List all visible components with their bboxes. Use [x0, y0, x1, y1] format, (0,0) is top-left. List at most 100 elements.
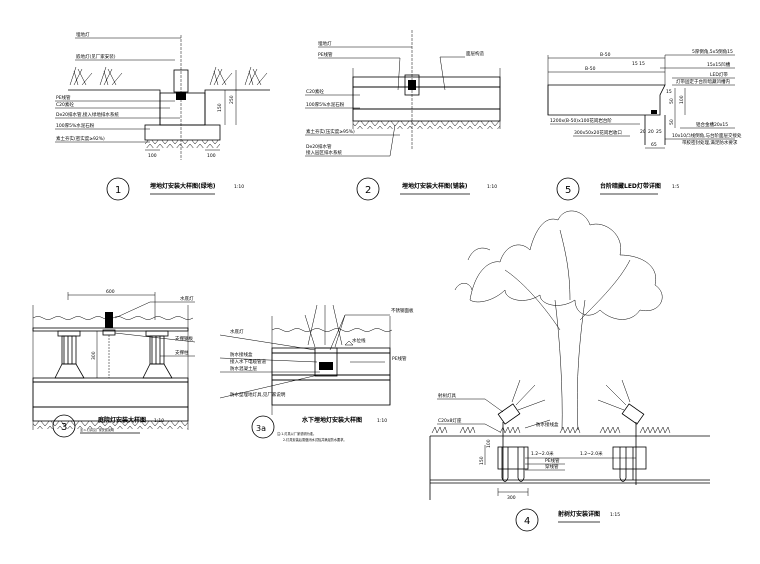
dimension: B-50 — [585, 66, 596, 72]
label: 100厚5%水泥石粉 — [56, 122, 95, 129]
detail-number-circle — [106, 177, 130, 201]
dimension: B-50 — [600, 52, 611, 58]
label: 接入园区排水系统 — [306, 149, 342, 156]
label: 埋地灯 — [318, 40, 332, 47]
structural-slab — [32, 381, 189, 408]
dimension: 1.2~2.0米 — [580, 450, 603, 457]
detail-number-circle — [356, 177, 380, 201]
detail-title: 水下埋地灯安装大样图 — [302, 416, 362, 424]
label: LED灯带 — [710, 71, 728, 78]
paving-surface — [352, 76, 501, 88]
dimension: 50 — [669, 119, 675, 125]
label: 不锈钢面板 — [391, 307, 414, 314]
structural-slab — [271, 379, 391, 406]
concrete-layer — [352, 86, 501, 110]
detail-number: 5 — [565, 185, 571, 196]
grass-plants — [69, 66, 268, 86]
gravel-layer — [144, 124, 221, 141]
dimension: 150 — [479, 456, 485, 465]
label: 埋地灯 — [76, 31, 90, 38]
tree-uplight-left — [497, 379, 546, 480]
label: 素土夯实(压实度≥95%) — [306, 128, 355, 135]
label: 10x10凸线倒角,与台阶面层交接处 — [672, 132, 742, 139]
dimension: 100 — [679, 95, 685, 104]
label: PE线管 — [545, 457, 560, 464]
ground-line — [68, 89, 270, 125]
detail-number: 3a — [256, 424, 266, 433]
soil — [145, 140, 220, 148]
label: 15x15凹槽 — [707, 61, 731, 68]
dimension: 100 — [486, 439, 492, 448]
detail-title: 埋地灯安装大样图(绿地) — [150, 182, 216, 190]
detail-number-circle — [52, 414, 76, 438]
dimension: 15 15 — [632, 61, 645, 67]
label: C20素砼 — [56, 101, 74, 108]
dimension: 25 — [656, 129, 662, 135]
light-rays — [304, 304, 346, 348]
detail-title: 埋地灯安装大样图(铺装) — [402, 182, 468, 190]
label: C20x8灯座 — [438, 417, 462, 424]
detail-number: 1 — [115, 185, 121, 196]
dimension: 100 — [148, 153, 157, 159]
label: 穿线管 — [545, 463, 559, 470]
detail-number: 3 — [61, 422, 67, 433]
dimension: 50 — [669, 98, 675, 104]
dimension: 20 — [648, 129, 654, 135]
label: 水底灯 — [180, 295, 194, 302]
label: De20排水管 — [306, 143, 332, 150]
label: 300x50x20花岗岩收口 — [574, 129, 622, 136]
detail-2-ground-uplight-paving: 埋地灯 PE线管 面层构造 C20素砼 100厚5%水泥石粉 素土夯实(压实度≥… — [305, 30, 501, 201]
label: 素土夯实(密实度≥92%) — [56, 135, 105, 142]
detail-scale: 1:5 — [672, 184, 679, 190]
label: 灯带固定于台阶暗藏凹槽内 — [676, 78, 730, 85]
label: 支撑柱 — [175, 349, 189, 356]
detail-scale: 1:10 — [154, 418, 164, 424]
dimension: 250 — [229, 95, 235, 104]
support-pedestal-left — [54, 330, 85, 379]
note: 2.灯具安装后需做闭水试验并满足防水要求。 — [283, 437, 347, 442]
label: 防水混凝土层 — [230, 365, 257, 372]
soil — [353, 121, 500, 129]
dimension: 300 — [91, 351, 97, 360]
label: 接入水下电缆管道 — [230, 358, 266, 365]
dimension: 1.2~2.0米 — [531, 450, 554, 457]
granite-step — [547, 84, 666, 116]
detail-scale: 1:10 — [234, 184, 244, 190]
grass-line — [431, 426, 671, 434]
label: PE线管 — [318, 51, 333, 58]
detail-title: 射树灯安装详图 — [557, 510, 600, 518]
top-slab — [32, 327, 189, 332]
detail-number: 4 — [524, 516, 530, 527]
label: 防水接线盒 — [536, 421, 559, 428]
detail-scale: 1:10 — [377, 418, 387, 424]
detail-4-tree-uplight: 射树灯具 C20x8灯座 防水接线盒 PE线管 穿线管 1.2~2.0米 1.2… — [429, 210, 710, 532]
label: De20排水管,接入绿地排水系统 — [56, 111, 119, 118]
detail-3-garden-light: 水底灯 支撑钢板 支撑柱 600 300 3 庭院灯安装大样图 1:10 注:1… — [32, 289, 196, 438]
detail-number: 2 — [365, 185, 371, 196]
label: 100厚5%水泥石粉 — [306, 101, 345, 108]
label: C20素砼 — [306, 88, 324, 95]
label: 水底灯 — [230, 328, 244, 335]
label: PE线管 — [56, 94, 71, 101]
detail-number-circle — [556, 177, 580, 201]
note: 注:1.灯具以厂家说明为准。 — [277, 431, 316, 436]
detail-title: 庭院灯安装大样图 — [98, 416, 146, 424]
lamp-footing-left — [497, 446, 529, 470]
dimension: 300 — [507, 495, 516, 501]
lamp-body — [319, 362, 333, 370]
label: 嵌地灯(见厂家安装) — [76, 53, 116, 60]
label: 5厚倒角,5x5倒角15 — [692, 48, 733, 55]
label: 射树灯具 — [438, 392, 456, 399]
detail-1-ground-uplight-lawn: 埋地灯 嵌地灯(见厂家安装) PE线管 C20素砼 De20排水管,接入绿地排水… — [55, 31, 270, 201]
led-strip — [651, 110, 657, 114]
label: 防水接线盒 — [230, 351, 253, 358]
label: 面层构造 — [466, 50, 484, 57]
support-pedestal-right — [142, 330, 173, 379]
detail-5-step-led-strip: 5厚倒角,5x5倒角15 15x15凹槽 LED灯带 灯带固定于台阶暗藏凹槽内 … — [547, 48, 742, 201]
detail-scale: 1:10 — [487, 184, 497, 190]
label: 水位线 — [352, 337, 366, 344]
note: 注:1.灯具见厂家安装说明 — [80, 427, 114, 432]
dimension: 15 — [666, 89, 672, 95]
underwater-lamp — [105, 312, 113, 328]
